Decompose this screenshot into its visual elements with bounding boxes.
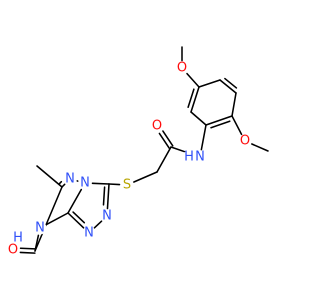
bond-c-ar3-c-ar4 <box>205 115 233 126</box>
bond-c-carbonyl-c-ch2 <box>156 146 172 173</box>
bond-c-carbonyl-o-carbonyl-second <box>158 132 171 149</box>
atom-label-background <box>6 243 20 257</box>
atom-label-o-carbonyl: O <box>152 119 162 134</box>
bond-o-ome1-c-ar1 <box>186 72 200 88</box>
atom-label-background <box>11 231 25 245</box>
bond-c-oxo-o-oxo-second <box>19 251 36 254</box>
atom-label-background <box>182 150 196 164</box>
bond-c-ar3-n-amide <box>200 124 207 151</box>
bond-c-methyl-ring-n-tz5 <box>61 183 66 188</box>
atom-label-n-tri1: N <box>84 226 94 241</box>
bond-c-ar5-c-ar6 <box>219 79 237 94</box>
atom-label-background <box>33 221 47 235</box>
bond-c-methyl-ring-c-methyl <box>36 165 63 188</box>
atom-label-n-tri4: N <box>80 176 90 191</box>
atom-label-background <box>175 61 189 75</box>
atom-label-o-oxo: O <box>8 243 18 258</box>
bond-c-tri3-n-tri2 <box>106 183 110 210</box>
atom-label-background <box>193 150 207 164</box>
bond-c-oxo-c-methyl-ring <box>34 186 63 252</box>
atom-label-n-amide: N <box>195 150 205 165</box>
bond-c-carbonyl-o-carbonyl <box>162 130 174 147</box>
atom-label-n-tri2: N <box>102 209 112 224</box>
bond-n-tri1-c-fuse-second <box>72 211 86 224</box>
bond-c-tri3-n-tri4 <box>91 182 110 185</box>
bond-c-ar6-c-ar1 <box>198 79 221 88</box>
atom-label-background <box>100 209 114 223</box>
bond-c-ar5-c-ar6-second <box>224 77 238 89</box>
atom-label-h-amide: H <box>184 150 194 165</box>
atom-label-o-ome2: O <box>240 134 250 149</box>
bond-c-ar3-c-ar4-second <box>210 120 231 129</box>
bond-c-tri3-n-tri2-second <box>102 186 106 206</box>
atom-label-background <box>78 176 92 190</box>
bond-c-oxo-o-oxo <box>19 247 36 250</box>
atom-label-s-thio: S <box>123 178 131 193</box>
atom-label-o-ome1: O <box>177 61 187 76</box>
atom-label-background <box>238 134 252 148</box>
atom-label-background <box>150 119 164 133</box>
bond-c-ar4-o-ome2 <box>231 115 243 136</box>
atom-label-h-nh: H <box>13 231 23 246</box>
atom-label-n-tz5: N <box>65 172 75 187</box>
bond-c-fuse-n-nh <box>45 212 69 226</box>
bond-layer <box>19 46 269 254</box>
atom-label-background <box>120 178 134 192</box>
bond-c-methyl-ring-n-tz5-second <box>58 180 63 185</box>
bond-c-ar2-c-ar3 <box>190 111 207 126</box>
bond-c-ch2-s-thio <box>133 171 158 183</box>
atom-label-background <box>63 172 77 186</box>
bond-n-tri1-c-fuse <box>67 212 85 229</box>
bond-c-fuse-n-tri4 <box>67 188 83 214</box>
bond-n-tri2-n-tri1 <box>93 220 103 229</box>
bond-s-thio-c-tri3 <box>108 183 121 186</box>
bond-c-ar1-c-ar2 <box>190 86 200 113</box>
bond-c-ar4-c-ar5 <box>231 92 237 117</box>
atom-label-background <box>82 226 96 240</box>
atom-label-n-nh: N <box>35 221 45 236</box>
bond-o-ome2-c-ome2 <box>251 143 269 152</box>
bond-c-ar1-c-ar2-second <box>187 88 195 108</box>
